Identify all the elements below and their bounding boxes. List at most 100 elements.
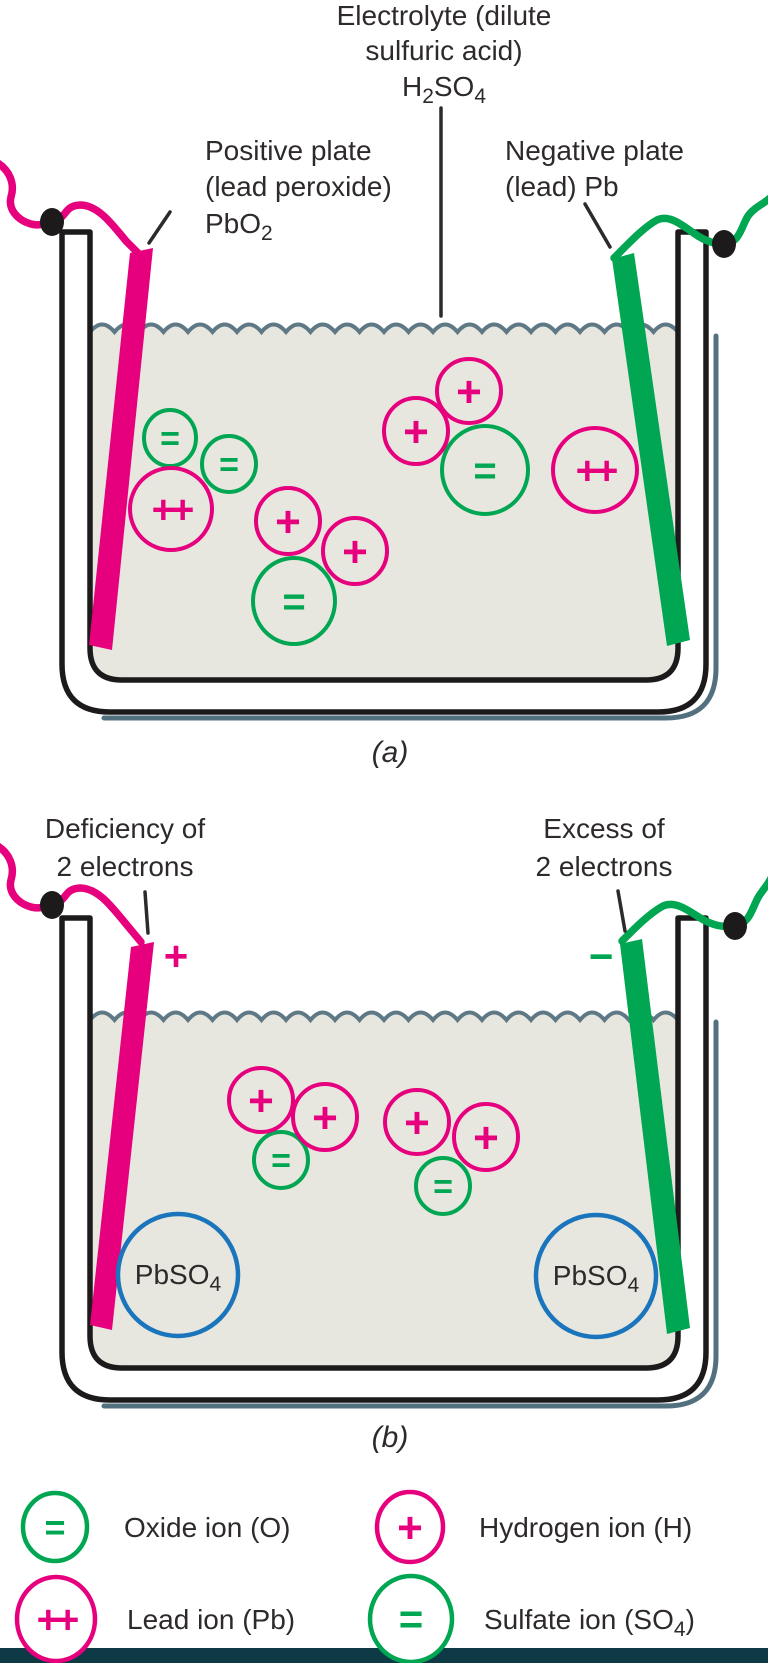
sulfate-ion-symbol: = (282, 580, 305, 624)
excess-leader-line (616, 889, 627, 933)
legend-label-sulfate: Sulfate ion (SO4) (484, 1604, 695, 1641)
lead-ion-symbol: ++ (576, 449, 617, 493)
lead-ion (551, 426, 639, 514)
oxide-ion-icon-symbol: = (44, 1507, 65, 1548)
lead-sulfate-formula: PbSO4 (135, 1259, 222, 1296)
legend-item-hydrogen: + Hydrogen ion (H) (374, 1489, 692, 1565)
legend: = Oxide ion (O) + Hydrogen ion (H) ++ Le… (14, 1489, 695, 1663)
negative-terminal-a (712, 230, 736, 258)
tank-a-water-line (88, 322, 680, 336)
legend-label-hydrogen: Hydrogen ion (H) (479, 1512, 692, 1543)
oxide-ion (252, 1130, 310, 1190)
legend-item-sulfate: = Sulfate ion (SO4) (367, 1573, 695, 1663)
positive-sign: + (164, 933, 189, 980)
sulfate-ion (440, 424, 530, 516)
tank-a-vessel (59, 229, 709, 715)
hydrogen-ion (227, 1066, 295, 1134)
tank-a-shadow (101, 333, 719, 721)
excess-label: Excess of 2 electrons (536, 813, 673, 882)
hydrogen-ion-symbol: + (312, 1093, 338, 1142)
ions-b: = + + = + + (227, 1066, 520, 1216)
electrolyte-label-line2: sulfuric acid) (365, 35, 522, 66)
lead-sulfate-deposits: PbSO4 PbSO4 (115, 1211, 659, 1340)
hydrogen-ion-symbol: + (403, 407, 429, 456)
legend-label-oxide: Oxide ion (O) (124, 1512, 291, 1543)
deficiency-leader-line (143, 890, 150, 935)
hydrogen-ion-symbol: + (248, 1076, 274, 1125)
positive-terminal-b (40, 891, 64, 919)
cell-b: + − = + + = + + PbSO4 PbSO4 Defic (0, 813, 768, 1454)
negative-plate-label-line2: (lead) Pb (505, 171, 619, 202)
electrolyte-formula: H2SO4 (402, 71, 486, 108)
excess-label-line1: Excess of (543, 813, 665, 844)
tank-b-shadow (101, 1019, 719, 1409)
hydrogen-ion (383, 1088, 451, 1156)
negative-plate-a (612, 253, 690, 646)
hydrogen-ion (291, 1082, 359, 1152)
lead-sulfate-deposit (115, 1211, 241, 1339)
oxide-ion-symbol: = (219, 446, 239, 484)
tank-b-vessel (59, 915, 709, 1403)
bottom-bar (0, 1648, 768, 1663)
hydrogen-ion-icon (374, 1489, 446, 1565)
deficiency-label: Deficiency of 2 electrons (45, 813, 206, 882)
hydrogen-ion (382, 396, 450, 466)
hydrogen-ion (435, 357, 503, 425)
deficiency-label-line2: 2 electrons (57, 851, 194, 882)
electrolyte-label-line1: Electrolyte (dilute (337, 0, 552, 31)
positive-plate-label-line2: (lead peroxide) (205, 171, 392, 202)
legend-item-oxide: = Oxide ion (O) (20, 1490, 291, 1564)
hydrogen-ion-symbol: + (275, 497, 301, 546)
lead-sulfate-deposit (533, 1212, 659, 1340)
negative-wire-b (618, 875, 768, 945)
hydrogen-ion (452, 1102, 520, 1172)
oxide-ion-symbol: = (433, 1168, 453, 1206)
deficiency-label-line1: Deficiency of (45, 813, 206, 844)
positive-plate-b (90, 942, 154, 1330)
sulfate-ion (251, 556, 337, 646)
lead-ion-icon-symbol: ++ (37, 1598, 78, 1642)
caption-a: (a) (372, 736, 409, 769)
positive-plate-a (89, 248, 153, 650)
negative-sign: − (589, 933, 614, 980)
tank-b-water-line (88, 1010, 680, 1024)
negative-wire-a (610, 194, 768, 262)
positive-plate-formula: PbO2 (205, 208, 273, 245)
sulfate-ion-icon-symbol: = (399, 1596, 424, 1643)
negative-plate-b (620, 939, 690, 1334)
positive-terminal-a (40, 208, 64, 236)
positive-plate-leader-line (147, 210, 172, 245)
ions-a: = = = ++ + + = + + ++ (128, 357, 639, 646)
oxide-ion (414, 1156, 472, 1216)
negative-terminal-b (723, 912, 747, 940)
oxide-ion (142, 408, 198, 468)
hydrogen-ion-icon-symbol: + (397, 1503, 423, 1552)
lead-sulfate-formula: PbSO4 (553, 1260, 640, 1297)
negative-plate-leader-line (583, 202, 612, 249)
negative-plate-label-line1: Negative plate (505, 135, 684, 166)
tank-a-electrolyte-liquid (90, 324, 678, 680)
hydrogen-ion-symbol: + (456, 367, 482, 416)
negative-plate-label: Negative plate (lead) Pb (505, 135, 684, 202)
hydrogen-ion-symbol: + (404, 1098, 430, 1147)
oxide-ion-symbol: = (271, 1142, 291, 1180)
lead-ion-icon (14, 1574, 98, 1663)
oxide-ion-icon (20, 1490, 90, 1564)
legend-item-lead: ++ Lead ion (Pb) (14, 1574, 295, 1663)
sulfate-ion-icon (367, 1573, 455, 1663)
oxide-ion (200, 434, 258, 494)
oxide-ion-symbol: = (160, 420, 180, 458)
hydrogen-ion (254, 486, 322, 556)
hydrogen-ion-symbol: + (473, 1113, 499, 1162)
sulfate-ion-symbol: = (473, 449, 496, 493)
positive-plate-label-line1: Positive plate (205, 135, 372, 166)
lead-ion-symbol: ++ (152, 488, 193, 532)
cell-a: = = = ++ + + = + + ++ Electrolyte (dilut… (0, 0, 768, 769)
positive-plate-label: Positive plate (lead peroxide) PbO2 (205, 135, 392, 245)
hydrogen-ion (321, 516, 389, 586)
excess-label-line2: 2 electrons (536, 851, 673, 882)
caption-b: (b) (372, 1421, 409, 1454)
lead-ion (128, 466, 214, 552)
